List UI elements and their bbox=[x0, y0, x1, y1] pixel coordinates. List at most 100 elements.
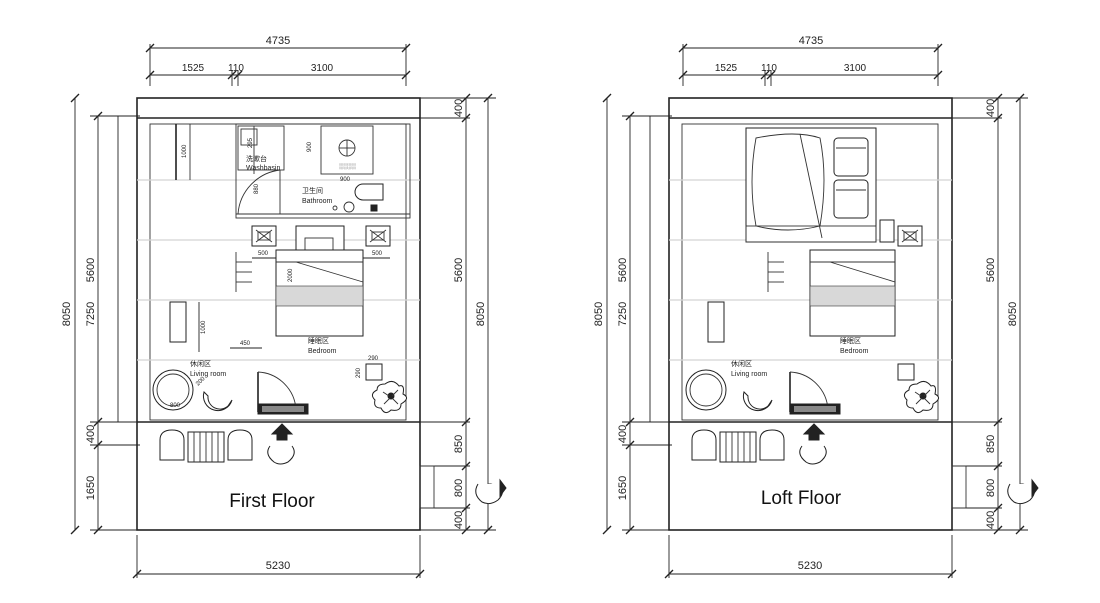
room-bedroom-cn: 睡眠区 bbox=[308, 337, 329, 345]
side-chair bbox=[897, 363, 915, 381]
dim-right-top: 400 bbox=[985, 99, 997, 117]
porch-furniture bbox=[159, 423, 295, 465]
dim-left-overall: 8050 bbox=[61, 302, 73, 326]
left-shelf: 1000 bbox=[175, 124, 191, 180]
room-bathroom-cn: 卫生间 bbox=[302, 186, 323, 195]
round-table bbox=[685, 369, 727, 411]
sofa-icon bbox=[742, 391, 773, 412]
dim-bed-side-right: 500 bbox=[372, 251, 383, 257]
person-icon bbox=[799, 445, 827, 465]
entry-step bbox=[419, 465, 435, 509]
building-outline bbox=[136, 97, 435, 531]
plan-title: First Floor bbox=[229, 491, 315, 512]
dim-width-b: 110 bbox=[228, 63, 244, 74]
dim-left-upper: 5600 bbox=[85, 258, 97, 282]
porch-chair-right bbox=[227, 429, 253, 461]
dim-left-overall: 8050 bbox=[593, 302, 605, 326]
dim-width-b: 110 bbox=[761, 63, 777, 74]
desk: 1000 450 bbox=[169, 301, 262, 352]
porch-chair-right bbox=[759, 429, 785, 461]
dim-left-upper: 5600 bbox=[617, 258, 629, 282]
dim-table: 800 bbox=[170, 403, 181, 409]
side-chair bbox=[365, 363, 383, 381]
loft-floor-plan: 4735 1525 110 3100 8050 bbox=[593, 35, 1039, 579]
bed-icon bbox=[745, 127, 895, 243]
room-washbasin-cn: 洗漱台 bbox=[246, 154, 267, 163]
stairs bbox=[235, 252, 252, 292]
dim-total-width: 4735 bbox=[266, 35, 290, 47]
living-area: 休闲区 Living room bbox=[685, 359, 915, 412]
entry-door bbox=[257, 371, 309, 415]
left-dimensions: 8050 5600 7250 400 1650 bbox=[61, 93, 140, 535]
desk bbox=[707, 301, 725, 343]
top-dimensions: 4735 1525 110 3100 bbox=[145, 35, 411, 86]
porch-chair-left bbox=[159, 429, 185, 461]
right-dimensions: 400 5600 8050 850 800 400 bbox=[420, 93, 496, 535]
dim-width-a: 1525 bbox=[715, 63, 738, 74]
building-outline bbox=[668, 97, 967, 531]
nightstands bbox=[897, 225, 923, 247]
dim-right-upper: 5600 bbox=[985, 258, 997, 282]
dim-chair-b: 290 bbox=[356, 367, 362, 378]
left-dimensions: 8050 5600 7250 400 1650 bbox=[593, 93, 672, 535]
dim-bottom-width: 5230 bbox=[798, 560, 822, 572]
washbasin-counter bbox=[237, 125, 285, 171]
dim-wash-small: 295 bbox=[248, 137, 254, 148]
bathroom-door-swing bbox=[237, 169, 281, 215]
lower-bed: 睡眠区 Bedroom bbox=[809, 249, 896, 355]
dim-shower-w: 900 bbox=[340, 177, 351, 183]
dim-chair-a: 290 bbox=[368, 356, 379, 362]
stairs bbox=[767, 252, 784, 292]
dim-right-top: 400 bbox=[453, 99, 465, 117]
sofa-icon bbox=[202, 391, 233, 412]
living-area: 休闲区 Living room 800 200 290 290 bbox=[152, 356, 383, 412]
bed-icon: 2000 睡眠区 Bedroom bbox=[275, 225, 364, 355]
dim-bed-side-left: 500 bbox=[258, 251, 269, 257]
porch-chair-left bbox=[691, 429, 717, 461]
dim-width-c: 3100 bbox=[311, 63, 334, 74]
toilet-icon bbox=[354, 183, 384, 201]
dim-bed-length: 2000 bbox=[288, 268, 294, 282]
dim-left-deck: 1650 bbox=[617, 476, 629, 500]
dim-desk-length: 1000 bbox=[201, 320, 207, 334]
shower-icon bbox=[320, 125, 374, 175]
dim-sofa: 200 bbox=[195, 376, 207, 388]
room-bedroom-cn: 睡眠区 bbox=[840, 337, 861, 345]
dim-right-overall: 8050 bbox=[1007, 302, 1019, 326]
entry-step bbox=[951, 465, 967, 509]
dim-left-middle: 7250 bbox=[85, 302, 97, 326]
person-icon bbox=[1007, 478, 1039, 505]
dim-right-bottom: 400 bbox=[453, 511, 465, 529]
dim-left-deck: 1650 bbox=[85, 476, 97, 500]
room-living-cn: 休闲区 bbox=[190, 359, 211, 368]
dim-total-width: 4735 bbox=[799, 35, 823, 47]
dim-wash-h: 1000 bbox=[182, 144, 188, 158]
room-bathroom-en: Bathroom bbox=[302, 198, 333, 205]
bottom-dimension: 5230 bbox=[664, 535, 957, 579]
sink-icon bbox=[240, 128, 258, 146]
right-dimensions: 400 5600 8050 850 800 400 bbox=[952, 93, 1028, 535]
dim-width-a: 1525 bbox=[182, 63, 205, 74]
room-bedroom-en: Bedroom bbox=[840, 348, 869, 355]
dim-shower-h: 900 bbox=[307, 141, 313, 152]
dim-right-porch: 850 bbox=[453, 435, 465, 453]
room-living-en: Living room bbox=[731, 371, 767, 378]
entry-door bbox=[789, 371, 841, 415]
entry-arrow-icon bbox=[270, 423, 294, 441]
dim-right-bottom: 400 bbox=[985, 511, 997, 529]
person-icon bbox=[267, 445, 295, 465]
dim-wash-880: 880 bbox=[254, 183, 260, 194]
first-floor-plan: 4735 1525 110 3100 8050 bbox=[61, 35, 507, 579]
room-washbasin-en: Washbasin bbox=[246, 165, 280, 172]
dim-right-porch: 850 bbox=[985, 435, 997, 453]
dim-width-c: 3100 bbox=[844, 63, 867, 74]
plant-icon bbox=[371, 380, 407, 414]
dim-left-porch: 400 bbox=[85, 425, 97, 443]
porch-furniture bbox=[691, 423, 827, 465]
dim-right-step: 800 bbox=[453, 479, 465, 497]
dim-right-overall: 8050 bbox=[475, 302, 487, 326]
room-bedroom-en: Bedroom bbox=[308, 348, 337, 355]
plant-icon bbox=[903, 380, 939, 414]
entry-arrow-icon bbox=[802, 423, 826, 441]
